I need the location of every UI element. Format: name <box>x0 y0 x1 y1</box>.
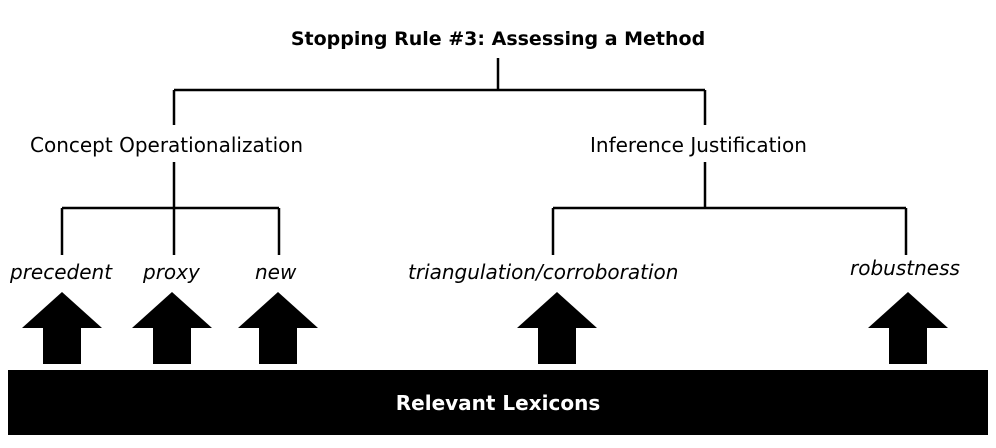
up-arrow-icon <box>22 292 102 364</box>
relevant-lexicons-label: Relevant Lexicons <box>395 390 601 415</box>
up-arrow-icon <box>132 292 212 364</box>
leaf-robustness: robustness <box>850 256 960 280</box>
up-arrow-icon <box>868 292 948 364</box>
branch-inference-justification: Inference Justification <box>590 133 807 157</box>
leaf-triangulation-corroboration: triangulation/corroboration <box>408 260 679 284</box>
leaf-proxy: proxy <box>143 260 200 284</box>
leaf-new: new <box>255 260 297 284</box>
leaf-precedent: precedent <box>10 260 113 284</box>
up-arrow-icon <box>238 292 318 364</box>
up-arrow-icon <box>517 292 597 364</box>
diagram-title: Stopping Rule #3: Assessing a Method <box>290 28 706 50</box>
relevant-lexicons-bar: Relevant Lexicons <box>8 370 988 435</box>
branch-concept-operationalization: Concept Operationalization <box>30 133 304 157</box>
